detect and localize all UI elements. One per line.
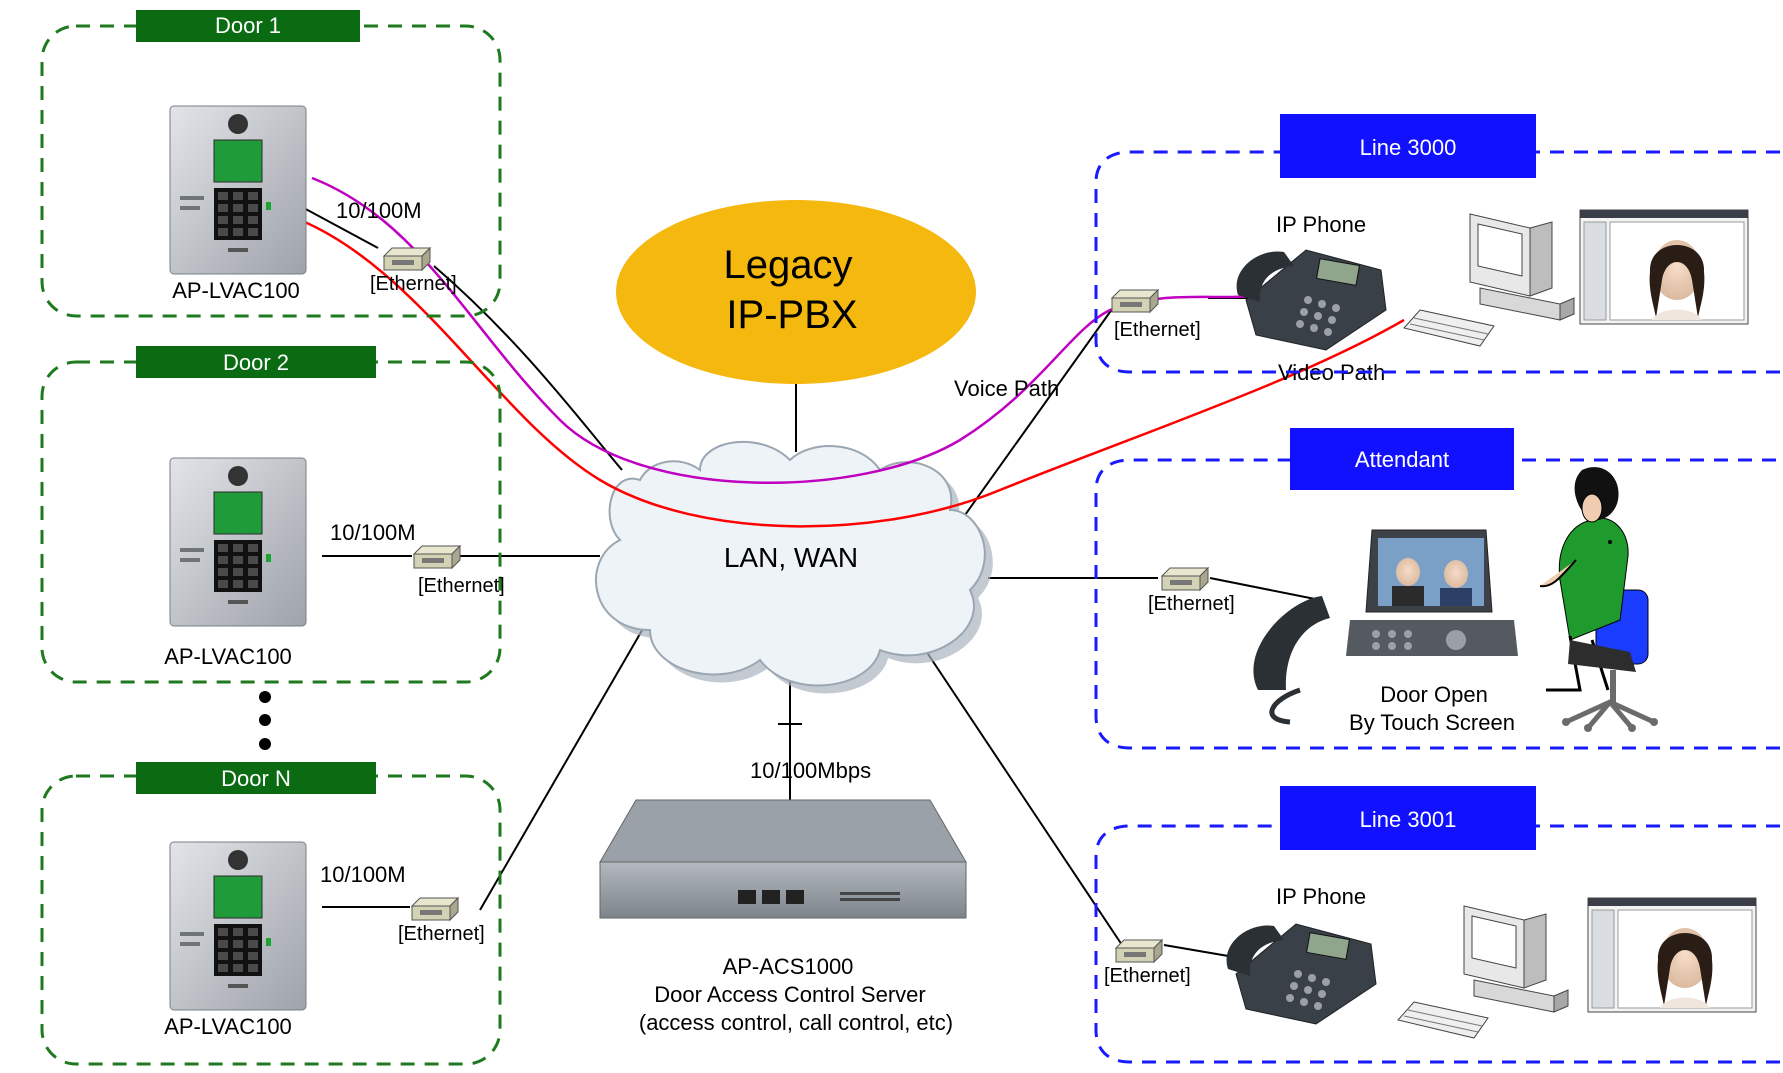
server-desc-label: (access control, call control, etc): [639, 1010, 953, 1035]
server-speed-label: 10/100Mbps: [750, 758, 871, 783]
lan-to-line3001-link: [919, 641, 1125, 949]
attendant-header: [1290, 428, 1514, 490]
server-model-label: AP-ACS1000: [723, 954, 854, 979]
desktop-pc-icon: [1403, 213, 1575, 347]
door2-speed-label: 10/100M: [330, 520, 416, 545]
pbx-label-line2: IP-PBX: [726, 293, 857, 337]
ethernet-switch-icon: [413, 545, 461, 569]
door1-device-label: AP-LVAC100: [172, 278, 300, 303]
doorn-header-label: Door N: [221, 766, 291, 791]
line3000-phone-label: IP Phone: [1276, 212, 1366, 237]
ethernet-switch-icon: [411, 897, 459, 921]
legacy-pbx: Legacy IP-PBX: [616, 200, 976, 384]
network-links: [275, 192, 1321, 959]
line3000-header: [1280, 114, 1536, 178]
doorn-group: Door N AP-LVAC100 10/100M [Ethernet]: [40, 762, 502, 1066]
line3001-ethernet-label: [Ethernet]: [1104, 965, 1191, 987]
door-intercom-icon: [169, 105, 307, 275]
pbx-label-line1: Legacy: [724, 243, 853, 287]
ip-phone-icon: [1236, 249, 1387, 351]
video-window-icon: [1587, 897, 1757, 1013]
door2-device-label: AP-LVAC100: [164, 644, 292, 669]
attendant-ethernet-to-phone-link: [1209, 577, 1321, 601]
line3000-header-label: Line 3000: [1360, 135, 1457, 160]
lan-wan-label: LAN, WAN: [724, 542, 858, 573]
attendant-person-icon: [1539, 467, 1658, 732]
door1-speed-label: 10/100M: [336, 198, 422, 223]
door2-header: [136, 346, 376, 378]
door1-ethernet-to-lan-link: [433, 265, 623, 471]
lan-to-line3000-link: [959, 297, 1121, 523]
attendant-header-label: Attendant: [1355, 447, 1449, 472]
line3001-header: [1280, 786, 1536, 850]
door1-ethernet-label: [Ethernet]: [370, 273, 457, 295]
doorn-ethernet-to-lan-link: [479, 619, 649, 911]
door1-header-label: Door 1: [215, 13, 281, 38]
server-name-label: Door Access Control Server: [654, 982, 925, 1007]
doorn-ethernet-label: [Ethernet]: [398, 923, 485, 945]
ethernet-switch-icon: [1115, 939, 1163, 963]
line3000-ethernet-label: [Ethernet]: [1114, 319, 1201, 341]
doorn-header: [136, 762, 376, 794]
lan-wan-cloud: LAN, WAN: [595, 440, 993, 694]
line3001-group: Line 3001 IP Phone [Ethernet]: [1094, 786, 1780, 1064]
door2-ethernet-label: [Ethernet]: [418, 575, 505, 597]
voice-path-label: Voice Path: [954, 376, 1059, 401]
line3001-phone-label: IP Phone: [1276, 884, 1366, 909]
ethernet-switch-icon: [1161, 567, 1209, 591]
access-control-server: 10/100Mbps AP-ACS1000 Door Access Contro…: [599, 758, 967, 1035]
line3001-header-label: Line 3001: [1360, 807, 1457, 832]
video-phone-icon: [1253, 529, 1518, 725]
ip-phone-icon: [1226, 923, 1377, 1025]
door-ellipsis: [259, 691, 271, 750]
attendant-caption-line1: Door Open: [1380, 682, 1488, 707]
doorn-speed-label: 10/100M: [320, 862, 406, 887]
door2-group: Door 2 AP-LVAC100 10/100M [Ethernet]: [40, 346, 505, 684]
door-intercom-icon: [169, 457, 307, 627]
server-icon: [599, 799, 967, 919]
ethernet-switch-icon: [383, 247, 431, 271]
door1-header: [136, 10, 360, 42]
video-window-icon: [1579, 209, 1749, 325]
attendant-caption-line2: By Touch Screen: [1349, 710, 1515, 735]
line3000-group: Line 3000 IP Phone [Ethernet]: [1094, 114, 1780, 374]
desktop-pc-icon: [1397, 905, 1569, 1039]
door-intercom-icon: [169, 841, 307, 1011]
video-path-line: [299, 218, 1405, 528]
ethernet-switch-icon: [1111, 289, 1159, 313]
attendant-ethernet-label: [Ethernet]: [1148, 593, 1235, 615]
attendant-group: Attendant [Ethernet] Door Open By Touch …: [1094, 428, 1780, 750]
doorn-device-label: AP-LVAC100: [164, 1014, 292, 1039]
door2-header-label: Door 2: [223, 350, 289, 375]
door1-group: Door 1 AP-LVAC100 10/100M [Ethernet]: [40, 10, 502, 318]
